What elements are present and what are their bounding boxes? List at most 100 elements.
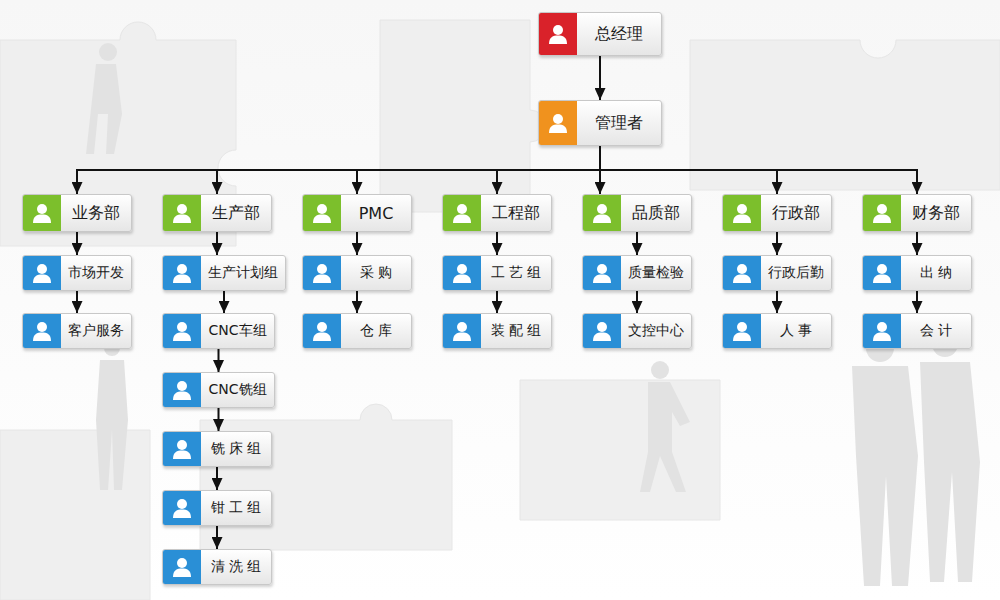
connector-arrow — [216, 526, 218, 549]
box-label: 工程部 — [492, 203, 540, 224]
label-holder: 工 艺 组 — [481, 256, 551, 290]
department-box: 业务部 — [22, 194, 132, 232]
group-box: 工 艺 组 — [442, 255, 552, 291]
label-holder: CNC车组 — [201, 314, 274, 348]
connector-arrow — [916, 232, 918, 255]
box-label: 装 配 组 — [491, 322, 542, 340]
person-glyph — [871, 320, 893, 342]
person-glyph — [171, 556, 193, 578]
person-glyph — [31, 262, 53, 284]
person-glyph — [451, 262, 473, 284]
connector-arrow — [599, 56, 601, 100]
person-glyph — [451, 320, 473, 342]
person-icon — [163, 195, 201, 231]
connector-arrow — [916, 291, 918, 313]
connector-arrow — [776, 291, 778, 313]
connector-arrow — [218, 408, 220, 431]
person-icon — [583, 314, 621, 348]
person-icon — [163, 256, 201, 290]
connector-arrow — [76, 232, 78, 255]
person-icon — [163, 491, 201, 525]
person-glyph — [171, 438, 193, 460]
group-box: 质量检验 — [582, 255, 692, 291]
connector-arrow — [217, 146, 600, 194]
person-icon — [163, 314, 201, 348]
box-label: 钳 工 组 — [211, 499, 262, 517]
person-icon — [539, 101, 577, 145]
label-holder: 人 事 — [761, 314, 831, 348]
connector-arrow — [496, 232, 498, 255]
label-holder: PMC — [341, 195, 411, 231]
label-holder: 业务部 — [61, 195, 131, 231]
department-box: PMC — [302, 194, 412, 232]
box-label: 会 计 — [920, 322, 952, 340]
person-icon — [539, 13, 577, 55]
person-icon — [863, 314, 901, 348]
connector-arrow — [223, 291, 225, 313]
box-label: CNC铣组 — [208, 381, 266, 399]
person-icon — [23, 314, 61, 348]
box-label: 总经理 — [595, 24, 643, 45]
box-label: 清 洗 组 — [211, 558, 262, 576]
group-box: 客户服务 — [22, 313, 132, 349]
label-holder: 钳 工 组 — [201, 491, 271, 525]
label-holder: 工程部 — [481, 195, 551, 231]
group-box: CNC车组 — [162, 313, 275, 349]
person-glyph — [171, 379, 193, 401]
person-glyph — [591, 202, 613, 224]
department-box: 行政部 — [722, 194, 832, 232]
person-icon — [303, 256, 341, 290]
box-label: 市场开发 — [68, 264, 124, 282]
box-label: 业务部 — [72, 203, 120, 224]
group-box: 行政后勤 — [722, 255, 832, 291]
box-label: 仓 库 — [360, 322, 392, 340]
person-glyph — [171, 320, 193, 342]
box-label: 质量检验 — [628, 264, 684, 282]
connector-arrow — [218, 349, 220, 372]
connector-arrow — [356, 232, 358, 255]
group-box: 清 洗 组 — [162, 549, 272, 585]
box-label: 行政部 — [772, 203, 820, 224]
box-label: 行政后勤 — [768, 264, 824, 282]
connector-arrow — [77, 146, 600, 194]
label-holder: 文控中心 — [621, 314, 691, 348]
person-glyph — [171, 262, 193, 284]
connector-arrow — [600, 146, 917, 194]
department-box: 生产部 — [162, 194, 272, 232]
connector-arrow — [216, 467, 218, 490]
group-box: 装 配 组 — [442, 313, 552, 349]
box-label: 采 购 — [360, 264, 392, 282]
person-glyph — [31, 202, 53, 224]
label-holder: 质量检验 — [621, 256, 691, 290]
group-box: 市场开发 — [22, 255, 132, 291]
label-holder: 铣 床 组 — [201, 432, 271, 466]
person-glyph — [547, 23, 569, 45]
person-icon — [863, 195, 901, 231]
box-label: 财务部 — [912, 203, 960, 224]
group-box: 铣 床 组 — [162, 431, 272, 467]
person-icon — [163, 373, 201, 407]
connector-arrow — [76, 291, 78, 313]
person-icon — [443, 314, 481, 348]
person-icon — [303, 314, 341, 348]
department-box: 财务部 — [862, 194, 972, 232]
person-icon — [583, 195, 621, 231]
person-icon — [443, 256, 481, 290]
person-glyph — [871, 262, 893, 284]
person-icon — [303, 195, 341, 231]
person-glyph — [591, 320, 613, 342]
label-holder: CNC铣组 — [201, 373, 274, 407]
person-icon — [23, 195, 61, 231]
label-holder: 出 纳 — [901, 256, 971, 290]
group-box: 文控中心 — [582, 313, 692, 349]
person-glyph — [311, 262, 333, 284]
group-box: 仓 库 — [302, 313, 412, 349]
label-holder: 生产部 — [201, 195, 271, 231]
box-label: 客户服务 — [68, 322, 124, 340]
connector-arrow — [357, 146, 600, 194]
department-box: 品质部 — [582, 194, 692, 232]
connector-arrow — [636, 291, 638, 313]
person-glyph — [311, 202, 333, 224]
person-glyph — [451, 202, 473, 224]
